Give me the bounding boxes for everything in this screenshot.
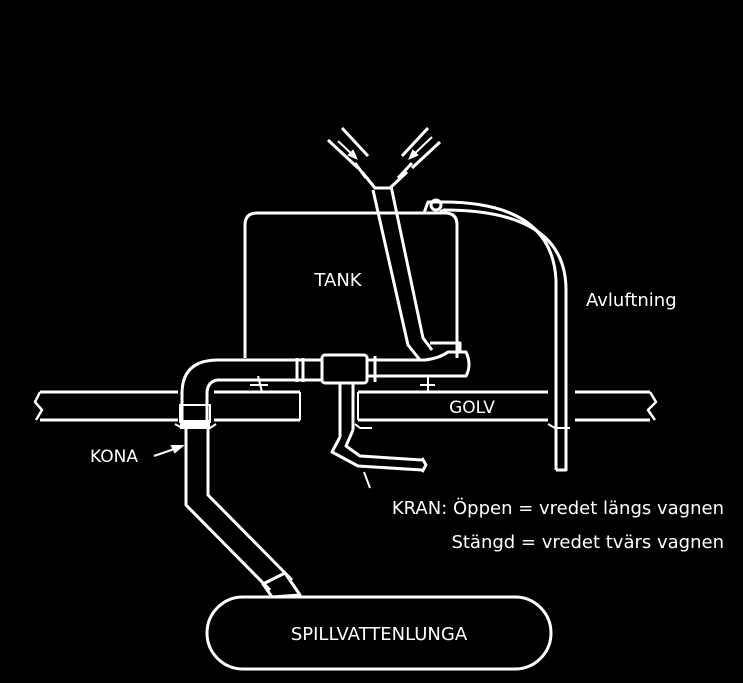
reservoir-label: SPILLVATTENLUNGA xyxy=(291,624,468,645)
valve-open-label: KRAN: Öppen = vredet längs vagnen xyxy=(392,497,724,519)
flow-arrow-icon xyxy=(337,136,433,160)
drain-line xyxy=(184,428,302,599)
outlet-pipe xyxy=(180,341,471,437)
fill-pipe xyxy=(326,126,442,361)
valve-pointer xyxy=(363,471,371,489)
tank-label: TANK xyxy=(313,270,362,291)
floor-beam xyxy=(33,375,658,429)
cone-label: KONA xyxy=(90,447,138,467)
valve-closed-label: Stängd = vredet tvärs vagnen xyxy=(451,532,724,553)
vent-label: Avluftning xyxy=(586,290,677,311)
cone-fitting-hatch xyxy=(180,420,210,429)
drain-valve xyxy=(330,429,428,473)
floor-label: GOLV xyxy=(449,398,495,418)
cone-pointer xyxy=(153,445,185,457)
reservoir-box xyxy=(205,595,553,671)
vent-pipe xyxy=(422,198,568,472)
tank-outline xyxy=(243,211,459,358)
